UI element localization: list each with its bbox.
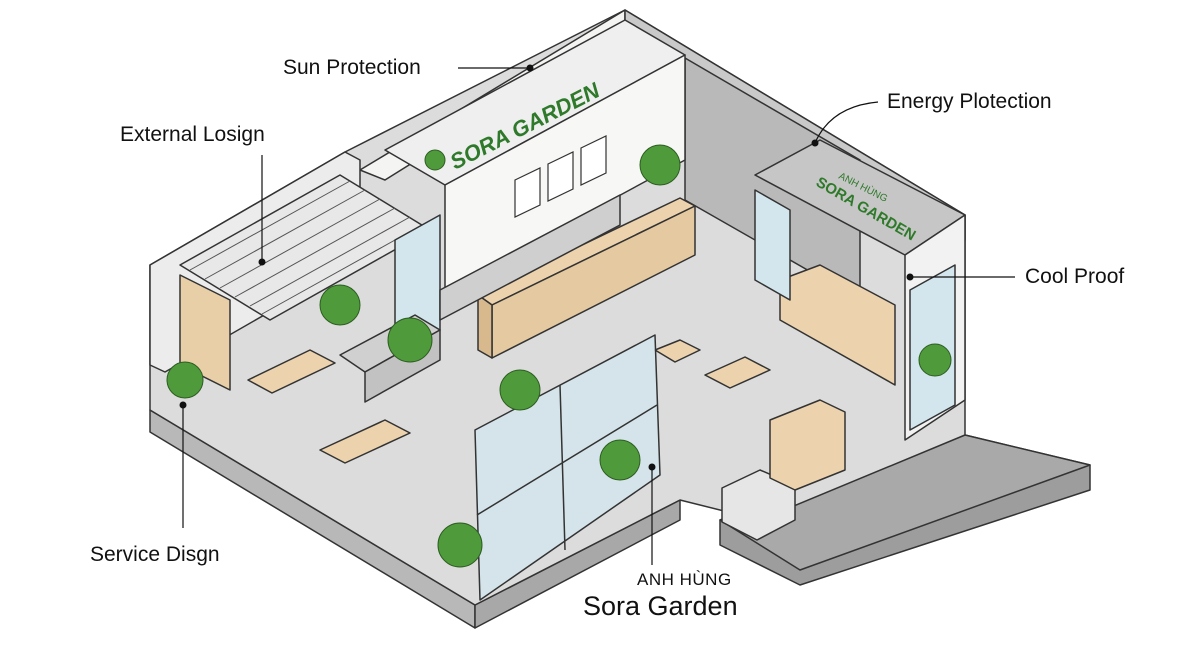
plants: [166, 144, 952, 568]
label-external-design: External Losign: [120, 123, 265, 146]
table: [247, 349, 336, 394]
menu-boards: [514, 135, 607, 218]
table: [654, 339, 701, 363]
plant: [499, 369, 541, 411]
plant: [639, 144, 681, 186]
table: [704, 356, 771, 389]
info-stand: [769, 399, 846, 491]
label-sun-protection: Sun Protection: [283, 56, 421, 79]
table: [319, 419, 411, 464]
bench-back: [439, 194, 621, 321]
kiosk-counter: [779, 264, 896, 386]
label-brand-line1: ANH HÙNG: [637, 570, 732, 589]
label-service-design: Service Disgn: [90, 543, 220, 566]
label-energy-protection: Energy Plotection: [887, 90, 1052, 113]
plant: [424, 149, 446, 171]
leader-energy-protection: [814, 101, 879, 144]
wood-slat-wall: [179, 274, 231, 391]
plant: [599, 439, 641, 481]
kiosk-door: [754, 189, 791, 301]
label-brand-line2: Sora Garden: [583, 591, 738, 621]
label-cool-proof: Cool Proof: [1025, 265, 1125, 288]
plant: [166, 361, 204, 399]
bar-counter-side: [477, 294, 493, 359]
plant: [319, 284, 361, 326]
plant: [387, 317, 433, 363]
plant: [437, 522, 483, 568]
plant: [918, 343, 952, 377]
waste-bin: [721, 469, 796, 541]
